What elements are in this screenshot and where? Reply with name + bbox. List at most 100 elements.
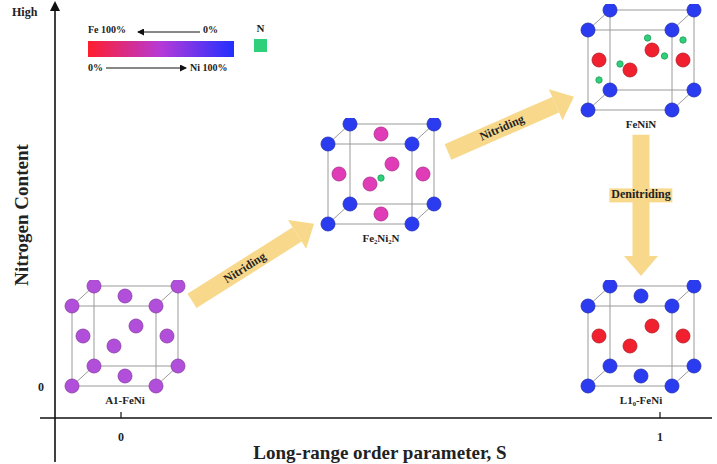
atom bbox=[321, 217, 335, 231]
atom bbox=[665, 23, 679, 37]
cell-edge bbox=[72, 306, 156, 307]
cell-edge bbox=[694, 286, 695, 366]
atom bbox=[617, 61, 623, 67]
legend-swatch bbox=[254, 39, 267, 52]
atom bbox=[385, 157, 399, 171]
atom bbox=[581, 23, 595, 37]
cell-edge bbox=[94, 366, 178, 367]
cell-edge bbox=[72, 386, 156, 387]
unit-cell-drawing bbox=[318, 118, 444, 232]
atom bbox=[87, 280, 101, 293]
atom bbox=[427, 197, 441, 211]
atom bbox=[427, 118, 441, 131]
atom bbox=[645, 319, 659, 333]
atom bbox=[363, 177, 377, 191]
atom bbox=[118, 369, 132, 383]
arrow-shaft bbox=[448, 105, 556, 152]
atom bbox=[603, 4, 617, 17]
cell-edge bbox=[328, 144, 329, 224]
atom bbox=[644, 35, 650, 41]
atom bbox=[416, 167, 430, 181]
atom bbox=[321, 137, 335, 151]
atom bbox=[65, 379, 79, 393]
atom bbox=[665, 299, 679, 313]
y-axis bbox=[54, 6, 56, 462]
atom bbox=[129, 319, 143, 333]
atom bbox=[603, 280, 617, 293]
legend-text: 0% bbox=[88, 62, 103, 73]
atom bbox=[405, 137, 419, 151]
atom bbox=[676, 329, 690, 343]
cell-edge bbox=[588, 306, 589, 386]
atom bbox=[687, 359, 701, 373]
cell-edge bbox=[178, 286, 179, 366]
cell-edge bbox=[350, 204, 434, 205]
crystal-cell: Fe₂Ni₂N bbox=[318, 118, 444, 245]
atom bbox=[680, 37, 686, 43]
cell-edge bbox=[694, 10, 695, 90]
axis-tick-label: 0 bbox=[118, 431, 124, 444]
cell-edge bbox=[94, 286, 178, 287]
atom bbox=[687, 83, 701, 97]
cell-edge bbox=[328, 144, 412, 145]
axis-title: Nitrogen Content bbox=[12, 144, 33, 286]
x-tick bbox=[659, 412, 660, 418]
cell-edge bbox=[610, 366, 694, 367]
atom bbox=[378, 175, 384, 181]
cell-edge bbox=[94, 286, 95, 366]
atom bbox=[665, 379, 679, 393]
cell-edge bbox=[672, 306, 673, 386]
cell-edge bbox=[610, 10, 611, 90]
atom bbox=[676, 53, 690, 67]
atom bbox=[634, 289, 648, 303]
crystal-cell: L1₀-FeNi bbox=[578, 280, 704, 407]
cell-edge bbox=[610, 286, 611, 366]
atom bbox=[405, 217, 419, 231]
legend-arrow bbox=[106, 68, 186, 69]
atom bbox=[596, 77, 602, 83]
atom bbox=[592, 53, 606, 67]
atom bbox=[87, 359, 101, 373]
atom bbox=[623, 339, 637, 353]
atom bbox=[581, 379, 595, 393]
composition-gradient bbox=[88, 41, 234, 57]
atom bbox=[149, 299, 163, 313]
atom bbox=[687, 280, 701, 293]
unit-cell-drawing bbox=[578, 4, 704, 118]
atom bbox=[343, 118, 357, 131]
phase-label: L1₀-FeNi bbox=[578, 394, 704, 407]
arrow-head bbox=[624, 256, 658, 276]
cell-edge bbox=[588, 30, 672, 31]
atom bbox=[76, 329, 90, 343]
atom bbox=[661, 53, 667, 59]
phase-label: A1-FeNi bbox=[62, 394, 188, 407]
cell-edge bbox=[610, 90, 694, 91]
x-tick bbox=[120, 412, 121, 418]
atom bbox=[374, 127, 388, 141]
crystal-cell: A1-FeNi bbox=[62, 280, 188, 407]
legend-text: Ni 100% bbox=[190, 62, 228, 73]
cell-edge bbox=[412, 144, 413, 224]
atom bbox=[65, 299, 79, 313]
unit-cell-drawing bbox=[578, 280, 704, 394]
unit-cell-drawing bbox=[62, 280, 188, 394]
cell-edge bbox=[72, 306, 73, 386]
arrow-label: Nitriding bbox=[219, 248, 269, 287]
atom bbox=[343, 197, 357, 211]
arrow-label: Denitriding bbox=[609, 189, 672, 202]
arrow-head bbox=[288, 220, 314, 249]
atom bbox=[623, 63, 637, 77]
crystal-cell: FeNiN bbox=[578, 4, 704, 131]
atom bbox=[634, 369, 648, 383]
phase-label: FeNiN bbox=[578, 118, 704, 131]
cell-edge bbox=[434, 124, 435, 204]
cell-edge bbox=[610, 286, 694, 287]
axis-end-label: High bbox=[12, 6, 37, 19]
atom bbox=[603, 83, 617, 97]
atom bbox=[160, 329, 174, 343]
legend-text: 0% bbox=[203, 24, 218, 35]
cell-edge bbox=[588, 110, 672, 111]
atom bbox=[118, 289, 132, 303]
atom bbox=[332, 167, 346, 181]
process-arrow bbox=[624, 135, 658, 276]
